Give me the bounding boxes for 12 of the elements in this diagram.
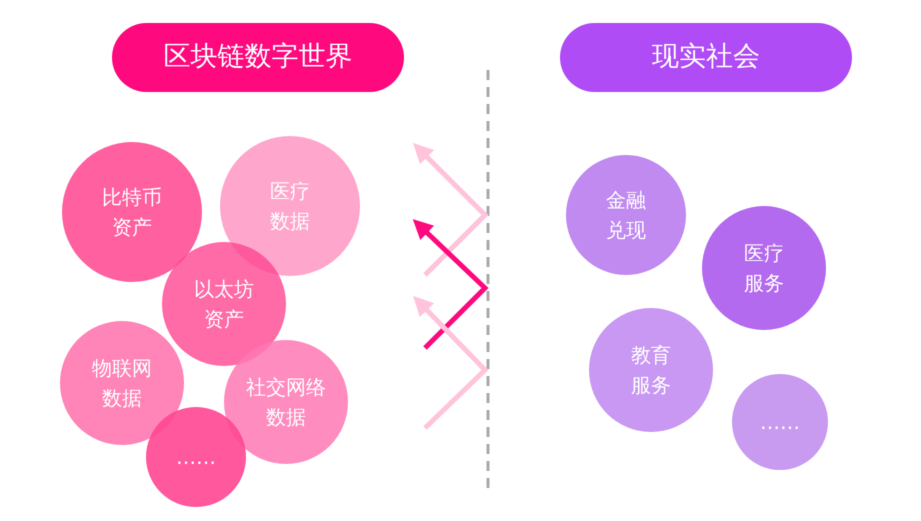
section-title: 区块链数字世界 [164, 40, 352, 74]
node-label: 物联网数据 [91, 355, 153, 412]
node-label: 医疗数据 [269, 178, 311, 235]
node-label: …… [176, 444, 216, 471]
node-label: 金融兑现 [605, 187, 647, 244]
node-label: 比特币资产 [101, 184, 163, 241]
node-label: 教育服务 [630, 342, 672, 399]
node-label: …… [760, 409, 800, 436]
node-label: 社交网络数据 [245, 374, 327, 431]
section-title: 现实社会 [652, 40, 760, 74]
node-label: 以太坊资产 [193, 276, 255, 333]
node-label: 医疗服务 [743, 240, 785, 297]
